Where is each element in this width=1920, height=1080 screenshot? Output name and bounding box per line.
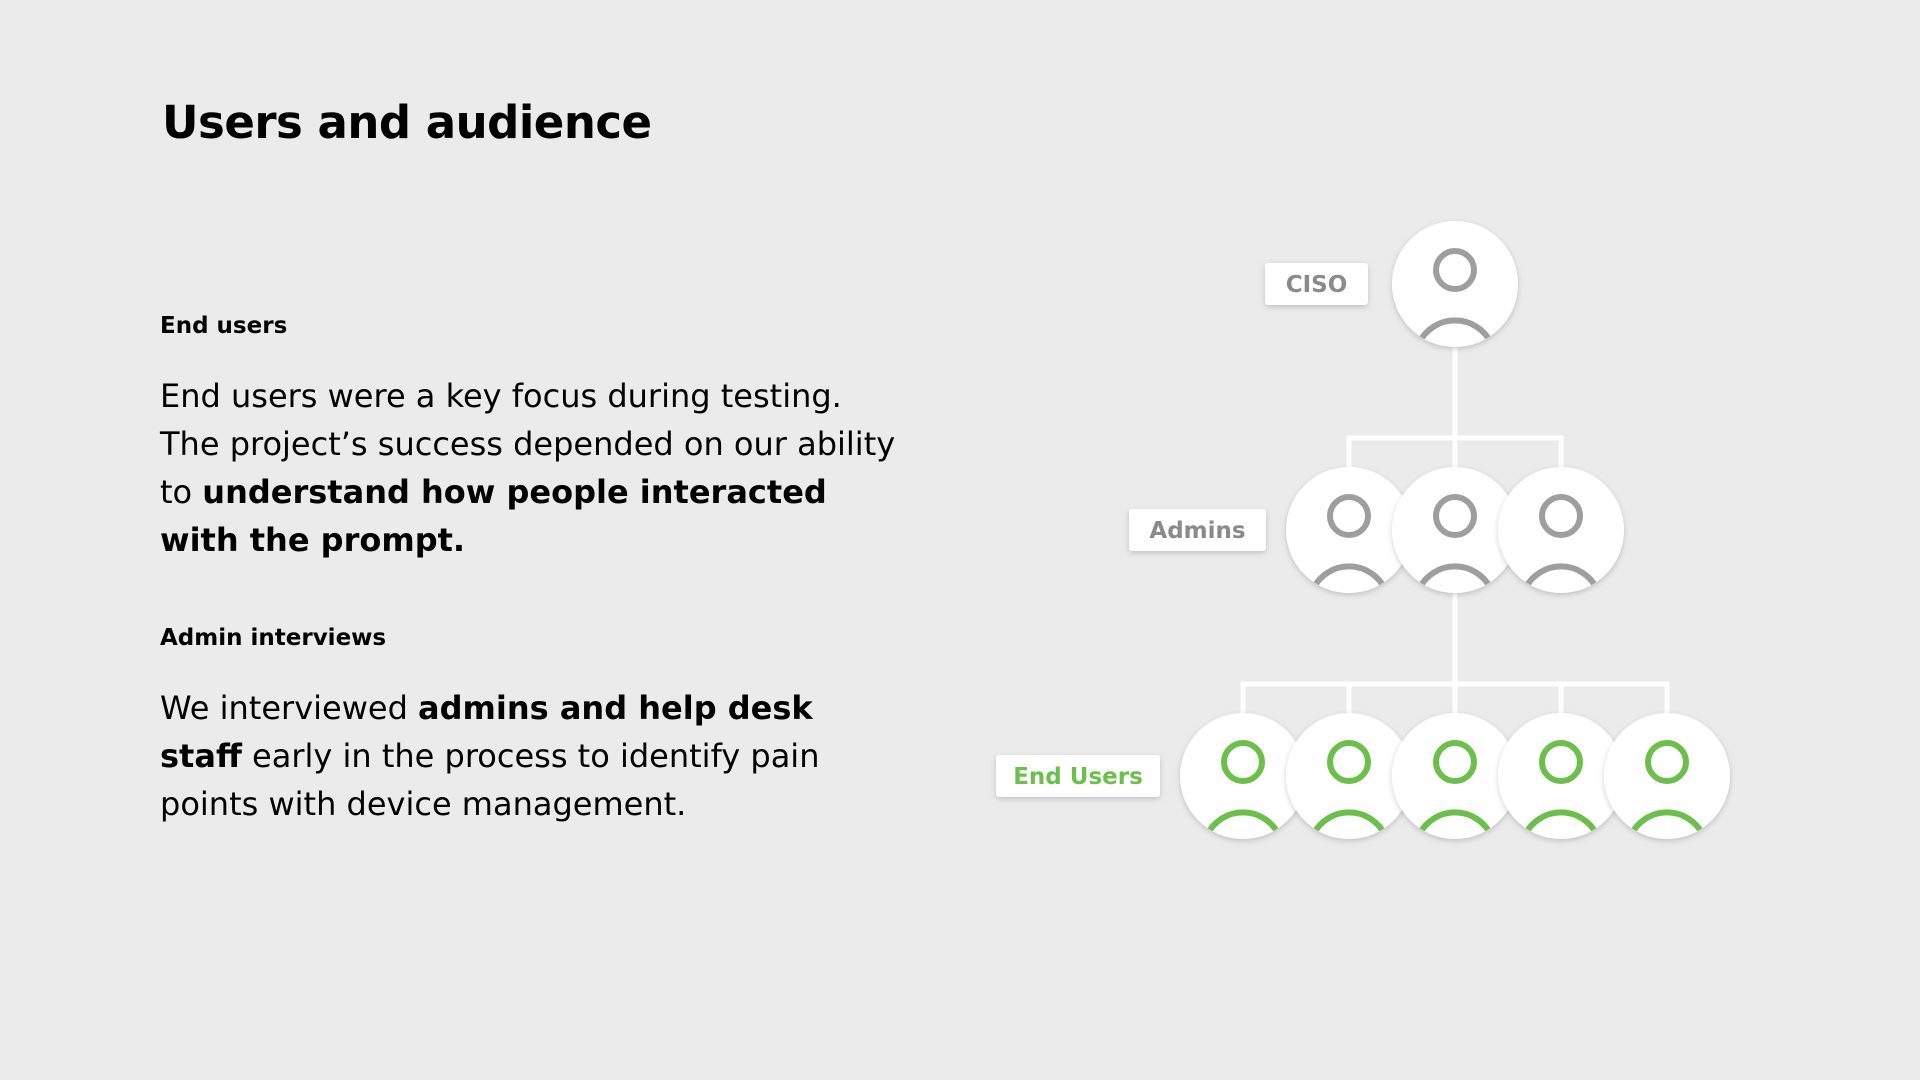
hierarchy-nodes <box>1180 221 1730 839</box>
end-users-heading: End users <box>160 313 288 339</box>
end-users-body-emphasis: understand how people interacted with th… <box>160 473 827 559</box>
person-node <box>1392 221 1518 347</box>
person-icon <box>1522 740 1600 837</box>
admin-interviews-body-text-1: We interviewed <box>160 689 419 727</box>
level-tag: CISO <box>1265 263 1368 305</box>
person-circle <box>1286 713 1412 839</box>
person-icon <box>1310 494 1388 591</box>
person-circle <box>1498 713 1624 839</box>
admin-interviews-heading: Admin interviews <box>160 625 387 651</box>
level-tag: Admins <box>1129 509 1266 551</box>
person-icon <box>1522 494 1600 591</box>
person-circle <box>1180 713 1306 839</box>
person-node <box>1392 713 1518 839</box>
person-icon <box>1310 740 1388 837</box>
person-node <box>1286 713 1412 839</box>
person-node <box>1392 467 1518 593</box>
level-tag-box <box>996 755 1160 797</box>
person-icon <box>1416 248 1494 345</box>
person-circle <box>1392 467 1518 593</box>
admin-interviews-body: We interviewed admins and help desk staf… <box>160 684 900 828</box>
person-circle <box>1498 467 1624 593</box>
end-users-body-text: End users were a key focus during testin… <box>160 377 896 511</box>
level-tag-box <box>1265 263 1368 305</box>
level-tag-box <box>1129 509 1266 551</box>
person-icon <box>1204 740 1282 837</box>
person-node <box>1180 713 1306 839</box>
person-icon <box>1416 740 1494 837</box>
person-circle <box>1392 713 1518 839</box>
person-icon <box>1628 740 1706 837</box>
person-node <box>1604 713 1730 839</box>
person-circle <box>1286 467 1412 593</box>
person-node <box>1498 713 1624 839</box>
level-tag: End Users <box>996 755 1160 797</box>
admin-interviews-body-emphasis: admins and help desk staff <box>160 689 813 775</box>
person-circle <box>1392 221 1518 347</box>
person-icon <box>1416 494 1494 591</box>
person-node <box>1498 467 1624 593</box>
end-users-body: End users were a key focus during testin… <box>160 372 900 564</box>
level-tag-label: Admins <box>1149 518 1245 544</box>
page-title: Users and audience <box>162 96 652 149</box>
person-circle <box>1604 713 1730 839</box>
level-tag-label: End Users <box>1013 764 1143 790</box>
person-node <box>1286 467 1412 593</box>
level-tag-label: CISO <box>1286 272 1348 298</box>
admin-interviews-body-text-2: early in the process to identify pain po… <box>160 737 820 823</box>
